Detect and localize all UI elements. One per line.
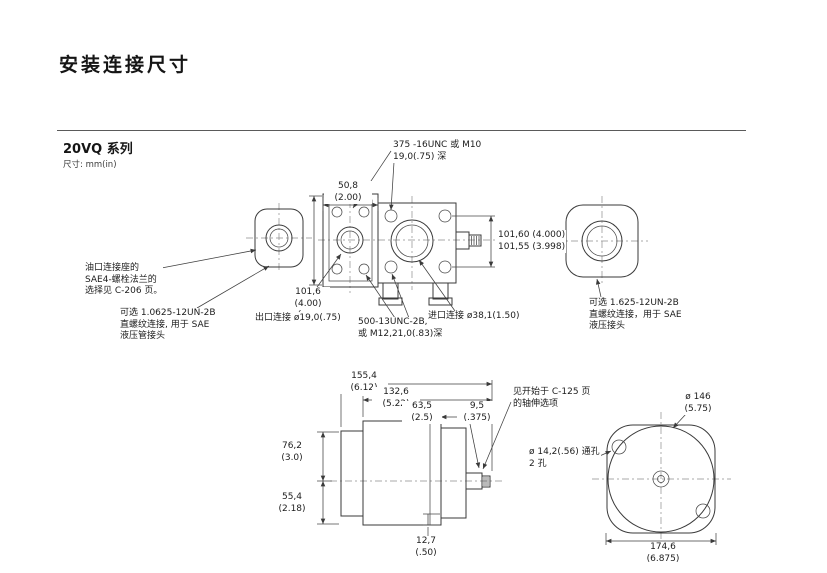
dim-upper-height-in: (3.0) — [281, 452, 303, 463]
note-sae-flange-line2: SAE4-螺栓法兰的 — [85, 274, 157, 285]
note-shaft-options: 见开始于 C-125 页 的轴伸选项 — [512, 387, 592, 411]
note-mounting-holes-line1: ø 14,2(.56) 通孔 — [529, 447, 600, 457]
dim-body-length-mm: 132,6 — [383, 387, 409, 397]
dim-bolt-spacing-right: 101,60 (4.000) 101,55 (3.998) — [497, 230, 567, 254]
note-inlet-option-line1: 可选 1.625-12UN-2B — [589, 298, 679, 308]
note-sae-flange-line1: 油口连接座的 — [85, 263, 140, 273]
pump-front-view — [322, 193, 482, 306]
dim-flange-width: 50,8 (2.00) — [324, 181, 372, 205]
dim-overall-length-in: (6.12) — [350, 382, 378, 393]
note-shaft-options-line1: 见开始于 C-125 页 — [513, 387, 591, 397]
dim-foot-height: 12,7 (.50) — [406, 536, 446, 560]
dim-upper-height-mm: 76,2 — [281, 441, 303, 451]
dim-bolt-spacing-left-in: (4.00) — [294, 298, 322, 309]
dim-lower-height-in: (2.18) — [278, 503, 306, 514]
dim-front-length-mm: 63,5 — [411, 401, 433, 411]
note-mounting-holes-line2: 2 孔 — [529, 458, 547, 469]
dim-shaft-shoulder-in: (.375) — [463, 412, 491, 423]
dim-bolt-spacing-left: 101,6 (4.00) — [286, 287, 330, 311]
dim-bolt-spacing-right-min: 101,55 (3.998) — [498, 241, 566, 252]
note-outlet-option-line3: 液压管接头 — [120, 331, 166, 342]
note-shaft-options-line2: 的轴伸选项 — [513, 398, 559, 409]
thread-callout: 375 -16UNC 或 M10 19,0(.75) 深 — [392, 140, 483, 164]
bottom-thread-callout-line1: 500-13UNC-2B, — [358, 317, 428, 327]
dim-lower-height: 55,4 (2.18) — [272, 492, 312, 516]
note-inlet-option: 可选 1.625-12UN-2B 直螺纹连接，用于 SAE 液压接头 — [588, 298, 683, 334]
units-note: 尺寸: mm(in) — [63, 160, 117, 170]
dim-shaft-shoulder-mm: 9,5 — [469, 401, 485, 411]
dim-body-length-in: (5.22) — [382, 398, 410, 409]
note-mounting-holes: ø 14,2(.56) 通孔 2 孔 — [528, 447, 601, 471]
centerlines — [246, 186, 731, 548]
dim-shaft-shoulder: 9,5 (.375) — [457, 401, 497, 425]
note-outlet-option: 可选 1.0625-12UN-2B 直螺纹连接, 用于 SAE 液压管接头 — [119, 308, 217, 344]
note-inlet-option-line3: 液压接头 — [589, 321, 626, 332]
dim-lower-height-mm: 55,4 — [281, 492, 303, 502]
pump-rear-view — [606, 424, 716, 534]
note-outlet-option-line2: 直螺纹连接, 用于 SAE — [120, 319, 210, 330]
dim-pilot-diameter: ø 146 (5.75) — [676, 392, 720, 416]
dim-overall-length-mm: 155,4 — [351, 371, 377, 381]
dim-upper-height: 76,2 (3.0) — [272, 441, 312, 465]
thread-callout-line1: 375 -16UNC 或 M10 — [393, 140, 482, 150]
dim-flange-width-mm: 50,8 — [337, 181, 359, 191]
bottom-thread-callout-line2: 或 M12,21,0(.83)深 — [358, 328, 443, 339]
dim-rear-flange-width-mm: 174,6 — [650, 542, 676, 552]
page-title: 安装连接尺寸 — [59, 54, 192, 76]
dim-flange-width-in: (2.00) — [334, 192, 362, 203]
inlet-port-label: 进口连接 ø38,1(1.50) — [427, 311, 521, 323]
note-outlet-option-line1: 可选 1.0625-12UN-2B — [120, 308, 216, 318]
dim-rear-flange-width: 174,6 (6.875) — [638, 542, 688, 566]
thread-callout-line2: 19,0(.75) 深 — [393, 151, 447, 162]
bottom-thread-callout: 500-13UNC-2B, 或 M12,21,0(.83)深 — [357, 317, 444, 341]
note-inlet-option-line2: 直螺纹连接，用于 SAE — [589, 309, 682, 320]
dim-foot-height-mm: 12,7 — [415, 536, 437, 546]
dim-bolt-spacing-right-max: 101,60 (4.000) — [498, 230, 566, 240]
dim-pilot-diameter-mm: ø 146 — [685, 392, 711, 402]
series-heading: 20VQ 系列 — [63, 142, 133, 157]
pump-side-view — [340, 420, 491, 526]
dim-pilot-diameter-in: (5.75) — [684, 403, 712, 414]
outlet-flange-view — [254, 208, 304, 268]
outlet-port-label: 出口连接 ø19,0(.75) — [254, 313, 342, 325]
dim-bolt-spacing-left-mm: 101,6 — [295, 287, 321, 297]
header-rule — [57, 130, 746, 131]
dim-front-length: 63,5 (2.5) — [402, 401, 442, 425]
dim-rear-flange-width-in: (6.875) — [646, 553, 680, 564]
dim-front-length-in: (2.5) — [411, 412, 433, 423]
dim-foot-height-in: (.50) — [415, 547, 437, 558]
note-sae-flange: 油口连接座的 SAE4-螺栓法兰的 选择见 C-206 页。 — [84, 263, 164, 299]
note-sae-flange-line3: 选择见 C-206 页。 — [85, 286, 163, 297]
